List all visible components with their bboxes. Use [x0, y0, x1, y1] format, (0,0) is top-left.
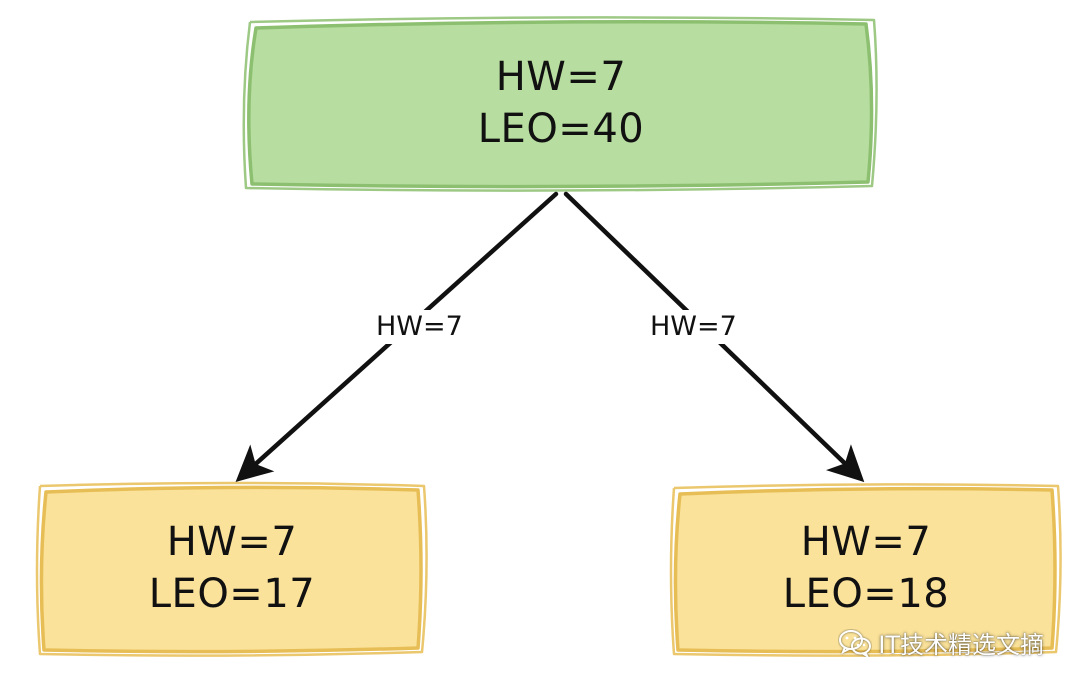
follower-left-hw-label: HW=7: [166, 519, 298, 565]
follower-right-leo-label: LEO=18: [782, 571, 950, 617]
edge-label-right: HW=7: [646, 310, 741, 344]
follower-right-hw-label: HW=7: [800, 519, 932, 565]
follower-node-shape-right: [669, 483, 1062, 657]
leader-hw-label: HW=7: [495, 54, 627, 100]
watermark-text: IT技术精选文摘: [878, 631, 1044, 659]
leader-node: HW=7 LEO=40: [250, 22, 872, 184]
leader-node-shape: [242, 16, 878, 192]
watermark: IT技术精选文摘: [838, 625, 1044, 660]
follower-node-right: HW=7 LEO=18: [676, 488, 1056, 648]
edge-label-left: HW=7: [372, 310, 467, 344]
follower-left-leo-label: LEO=17: [148, 571, 316, 617]
follower-node-left: HW=7 LEO=17: [42, 488, 422, 648]
follower-node-shape-left: [35, 481, 428, 657]
wechat-icon: [839, 629, 872, 657]
leader-leo-label: LEO=40: [477, 106, 645, 152]
